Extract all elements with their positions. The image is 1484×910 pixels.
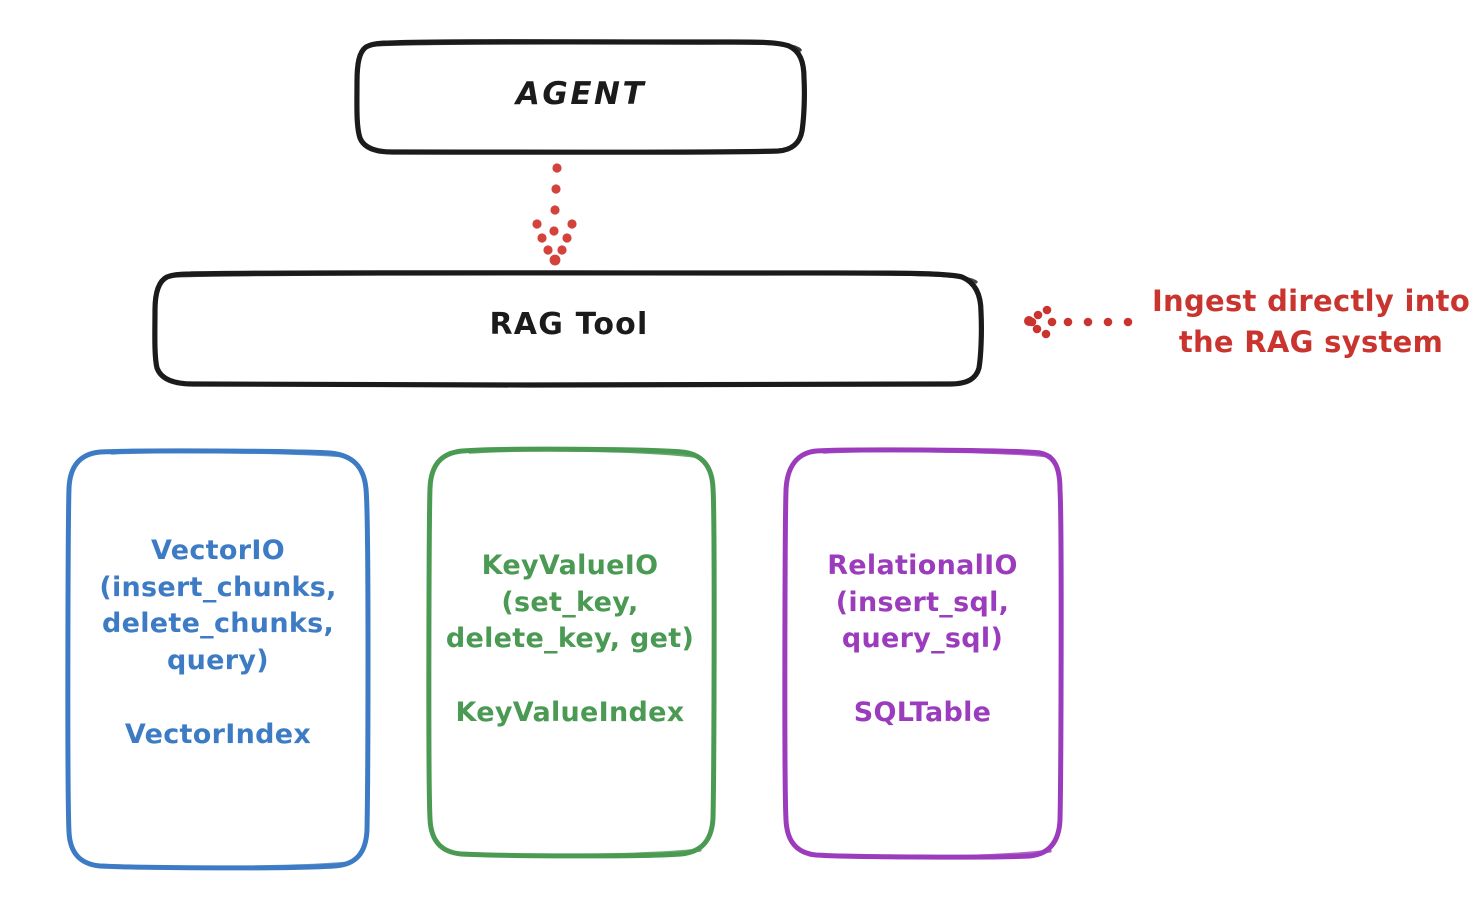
edge-agent-to-rag-tool	[532, 163, 577, 266]
key-value-io-label: KeyValueIO (set_key, delete_key, get) Ke…	[445, 550, 695, 728]
agent-label: AGENT	[515, 76, 647, 112]
node-rag-tool[interactable]	[152, 270, 984, 388]
relational-io-box-sketch-overlay	[822, 448, 1052, 458]
rag-tool-label: RAG Tool	[489, 307, 649, 342]
agent-box-sketch-overlay	[370, 41, 802, 52]
node-agent[interactable]	[354, 39, 807, 155]
relational-io-label: RelationalIO (insert_sql, query_sql) SQL…	[827, 550, 1018, 728]
key-value-io-box-sketch-overlay-bottom	[453, 848, 702, 858]
node-vector-io[interactable]	[65, 448, 371, 871]
edge-ingest-annotation	[1024, 305, 1133, 339]
ingest-annotation-label: Ingest directly into the RAG system	[1151, 284, 1471, 360]
node-relational-io[interactable]	[782, 447, 1064, 860]
relational-io-box-sketch-overlay-bottom	[808, 849, 1052, 860]
vector-io-box-sketch-overlay	[110, 449, 347, 458]
vector-io-box-sketch-overlay-bottom	[93, 861, 352, 870]
node-key-value-io[interactable]	[426, 446, 717, 859]
key-value-io-box-sketch-overlay	[468, 448, 697, 458]
rag-tool-box-sketch-overlay	[173, 272, 978, 284]
vector-io-label: VectorIO (insert_chunks, delete_chunks, …	[99, 535, 337, 750]
